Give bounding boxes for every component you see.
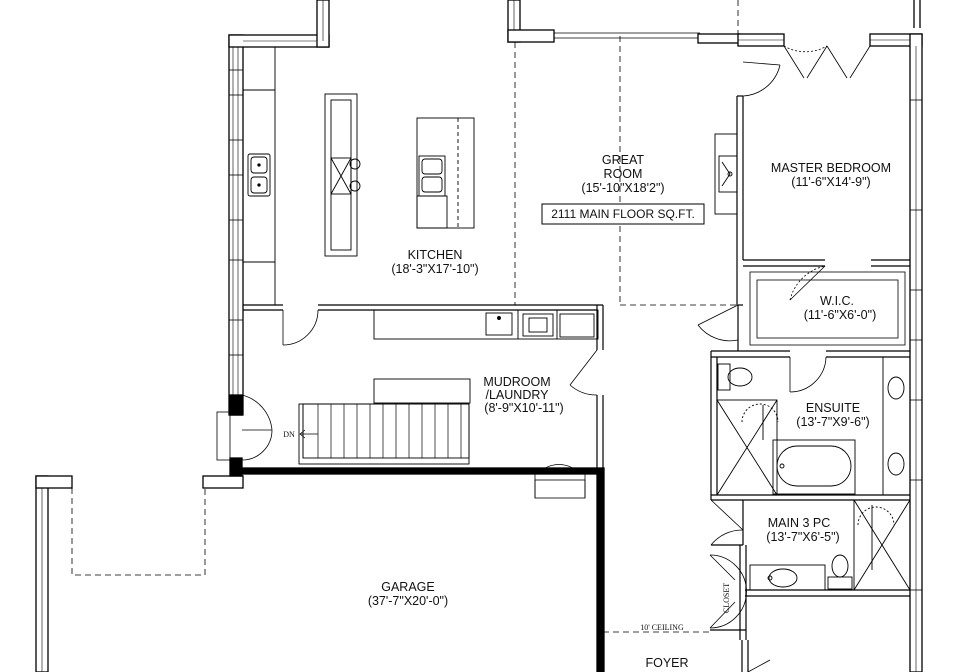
kitchen-dims: (18'-3"X17'-10") <box>391 262 478 276</box>
great-room-label: GREAT <box>602 153 644 167</box>
area-label: 2111 MAIN FLOOR SQ.FT. <box>551 207 695 221</box>
mudroom-fixtures <box>298 309 599 465</box>
windows-west <box>229 69 922 591</box>
great-room-dims: (15'-10"X18'2") <box>581 181 664 195</box>
main-bath-label: MAIN 3 PC <box>768 516 831 530</box>
closet-label: CLOSET <box>722 583 731 613</box>
garage-label: GARAGE <box>381 580 435 594</box>
mudroom-label: MUDROOM <box>483 375 550 389</box>
door-swings <box>216 45 871 672</box>
main-bath-dims: (13'-7"X6'-5") <box>766 530 839 544</box>
garage-dims: (37'-7"X20'-0") <box>368 594 448 608</box>
fireplace <box>714 133 738 215</box>
ensuite-dims: (13'-7"X9'-6") <box>796 415 869 429</box>
kitchen-label: KITCHEN <box>408 248 463 262</box>
mudroom-dims: (8'-9"X10'-11") <box>484 401 563 415</box>
ceiling-label: 10' CEILING <box>640 623 684 632</box>
wic-label: W.I.C. <box>820 294 854 308</box>
wic-dims: (11'-6"X6'-0") <box>804 308 876 322</box>
stair-down-label: DN <box>283 430 295 439</box>
exterior-walls <box>35 0 923 672</box>
area-box <box>541 203 705 225</box>
kitchen-cabinets <box>242 46 475 306</box>
stair-treads <box>299 404 462 458</box>
dashed-lines <box>71 0 739 633</box>
master-bedroom-label: MASTER BEDROOM <box>771 161 891 175</box>
ensuite-label: ENSUITE <box>806 401 860 415</box>
wic-shelving <box>749 271 906 346</box>
room-labels: GREAT ROOM (15'-10"X18'2") KITCHEN (18'-… <box>368 153 891 670</box>
main-bath-fixtures <box>749 499 911 591</box>
great-room-label-2: ROOM <box>604 167 643 181</box>
ensuite-fixtures <box>716 356 911 496</box>
foyer-label: FOYER <box>645 656 688 670</box>
mudroom-label-2: /LAUNDRY <box>486 388 550 402</box>
master-bedroom-dims: (11'-6"X14'-9") <box>791 175 870 189</box>
